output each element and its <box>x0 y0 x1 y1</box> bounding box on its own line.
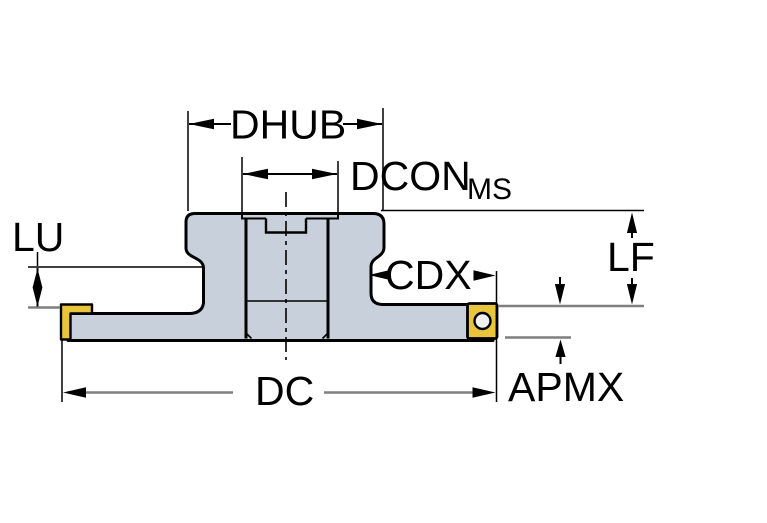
dcon-dimension: DCON MS <box>241 153 512 214</box>
apmx-dimension: APMX <box>505 277 624 410</box>
recess-step-lines <box>241 213 339 220</box>
lu-label: LU <box>12 214 64 260</box>
bore-chamfers <box>245 332 329 340</box>
dc-label: DC <box>255 368 314 414</box>
lf-label: LF <box>607 234 655 280</box>
dc-dimension: DC <box>61 271 498 414</box>
dhub-arrow-left <box>189 118 214 130</box>
dcon-subscript-label: MS <box>467 173 512 206</box>
dcon-arrow-left <box>243 168 268 180</box>
lf-arrow-down <box>626 284 638 305</box>
dcon-arrow-right <box>312 168 337 180</box>
right-insert-group <box>466 302 499 340</box>
lf-dimension: LF <box>381 209 655 308</box>
lf-arrow-up <box>626 212 638 233</box>
dhub-label: DHUB <box>230 102 346 148</box>
cutter-body <box>66 212 495 342</box>
dhub-dimension: DHUB <box>187 102 384 211</box>
apmx-arrow-up <box>555 339 566 357</box>
apmx-arrow-down <box>554 284 566 305</box>
cdx-arrow-right <box>473 270 496 281</box>
lu-arrow-down <box>32 287 43 307</box>
left-insert <box>59 303 94 341</box>
cdx-arrow-left <box>369 269 391 281</box>
dhub-arrow-right <box>357 118 382 130</box>
cdx-dimension: CDX <box>369 252 496 298</box>
lu-arrow-up <box>32 268 43 288</box>
dc-arrow-left <box>63 387 86 398</box>
lu-dimension: LU <box>12 214 204 309</box>
insert-screw-hole <box>473 311 492 331</box>
dcon-label: DCON <box>350 153 471 199</box>
apmx-label: APMX <box>508 364 624 410</box>
cdx-label: CDX <box>385 252 472 298</box>
dc-arrow-right <box>472 387 496 398</box>
cutter-body-group <box>66 192 495 360</box>
